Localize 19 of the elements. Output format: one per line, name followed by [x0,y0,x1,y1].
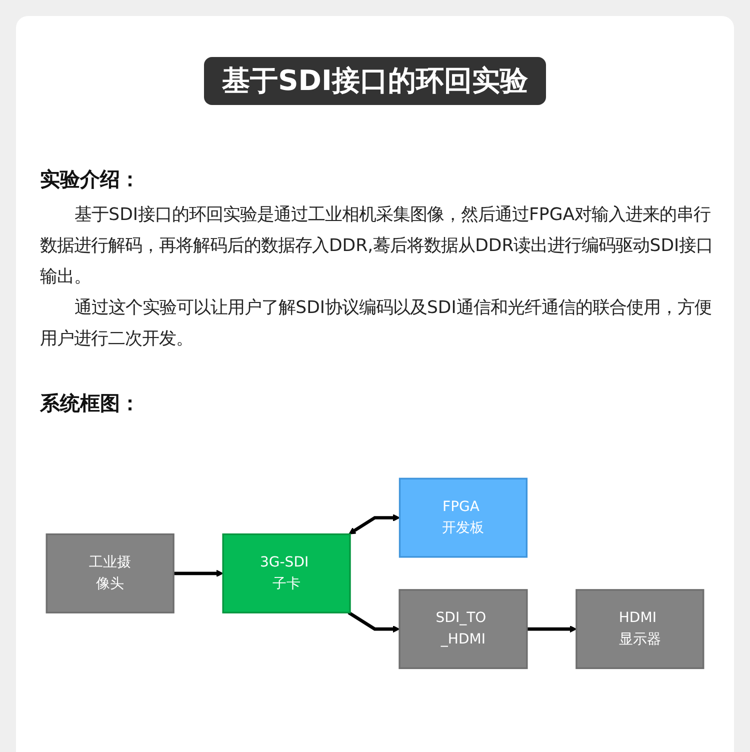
process-box [576,588,704,669]
section-heading: 系统框图： [40,390,140,417]
node-label: HDMI 显示器 [618,608,662,649]
arrow [348,610,400,632]
node-label: 3G-SDI 子卡 [259,552,310,594]
page-title: 基于SDI接口的环回实验 [204,57,546,105]
paragraph: 基于SDI接口的环回实验是通过工业相机采集图像，然后通过FPGA对输入进来的串行数据进行解码，再将解码后的数据存入DDR,蓦后将数据从DDR读出进行编码驱动SDI接口输出。 [40,204,714,289]
node-label: FPGA 开发板 [441,496,486,538]
paragraph: 通过这个实验可以让用户了解SDI协议编码以及SDI通信和光纤通信的联合使用，方便用户进行二次开发。 [40,297,712,351]
process-box [46,533,174,613]
arrow [174,569,224,577]
process-box [398,588,528,669]
process-box [222,533,351,613]
section-heading: 实验介绍： [40,166,140,193]
arrow [526,625,577,632]
process-box [398,477,528,558]
node-label: SDI_TO _HDMI [436,608,488,649]
double-arrow [348,514,400,534]
node-label: 工业摄像头 [88,552,132,594]
